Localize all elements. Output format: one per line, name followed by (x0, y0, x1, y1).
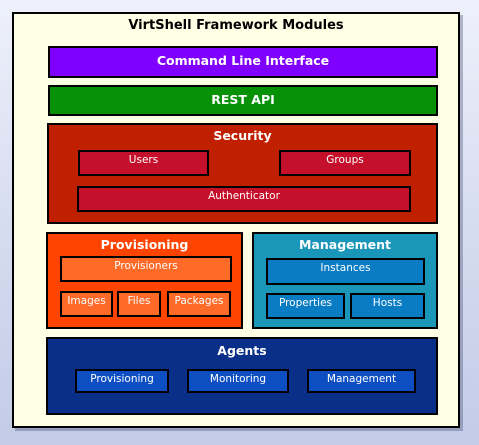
diagram-title: VirtShell Framework Modules (128, 18, 344, 33)
packages-box: Packages (167, 291, 231, 317)
provisioning-module: Provisioning Provisioners Images Files P… (46, 232, 243, 329)
management-label: Management (298, 237, 391, 252)
management-module: Management Instances Properties Hosts (252, 232, 438, 329)
rest-api-module: REST API (48, 85, 438, 116)
groups-box: Groups (279, 150, 411, 176)
agent-provisioning-box: Provisioning (75, 369, 169, 393)
files-box: Files (117, 291, 161, 317)
agents-module: Agents Provisioning Monitoring Managemen… (46, 337, 438, 415)
framework-diagram: VirtShell Framework Modules Command Line… (12, 12, 460, 428)
authenticator-box: Authenticator (77, 186, 411, 212)
hosts-box: Hosts (350, 293, 425, 319)
properties-box: Properties (266, 293, 345, 319)
agent-monitoring-box: Monitoring (187, 369, 289, 393)
provisioners-box: Provisioners (60, 256, 232, 282)
agents-label: Agents (217, 343, 267, 358)
cli-label: Command Line Interface (156, 53, 330, 68)
instances-box: Instances (266, 258, 425, 285)
agent-management-box: Management (307, 369, 416, 393)
users-box: Users (78, 150, 209, 176)
cli-module: Command Line Interface (48, 46, 438, 78)
rest-api-label: REST API (211, 92, 275, 107)
security-module: Security Users Groups Authenticator (47, 123, 438, 224)
security-label: Security (213, 128, 272, 143)
provisioning-label: Provisioning (100, 237, 189, 252)
images-box: Images (60, 291, 113, 317)
